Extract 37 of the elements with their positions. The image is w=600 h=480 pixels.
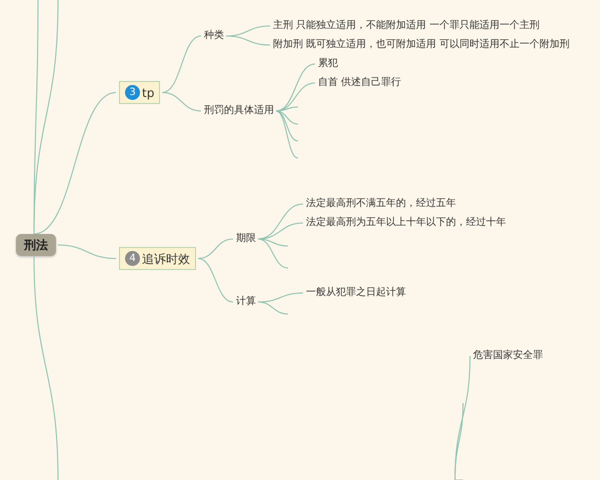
- topic-box: [119, 247, 196, 270]
- subtopic-text: 危害国家安全罪: [473, 349, 543, 363]
- branch-line: [34, 92, 116, 234]
- subtopic-text: 累犯: [318, 57, 338, 71]
- branch-line: [258, 302, 288, 314]
- branch-line: [162, 36, 202, 93]
- branch-line: [34, 256, 58, 480]
- subtopic-text: 法定最高刑为五年以上十年以下的，经过十年: [306, 216, 506, 230]
- subtopic-text: 自首 供述自己罪行: [318, 76, 402, 90]
- branch-line: [276, 64, 316, 112]
- branch-line: [34, 0, 58, 234]
- subtopic-text: 法定最高刑不满五年的，经过五年: [306, 197, 456, 211]
- subtopic-text: 附加刑 既可独立适用，也可附加适用 可以同时适用不止一个附加刑: [273, 38, 570, 52]
- branch-line: [258, 238, 288, 246]
- subtopic-text: 期限: [236, 232, 256, 246]
- topic-box: [119, 81, 160, 104]
- branch-line: [258, 238, 288, 268]
- subtopic-text: 种类: [204, 29, 224, 43]
- branch-line: [258, 204, 304, 240]
- branch-line: [162, 92, 202, 112]
- branch-line: [276, 110, 298, 124]
- subtopic-text: 一般从犯罪之日起计算: [306, 286, 406, 300]
- branch-line: [276, 106, 298, 112]
- subtopic-text: 主刑 只能独立适用，不能附加适用 一个罪只能适用一个主刑: [273, 19, 540, 33]
- branch-line: [276, 110, 298, 142]
- subtopic-text: 计算: [236, 295, 256, 309]
- number-badge: 3: [125, 85, 140, 100]
- topic-text: tp: [142, 86, 154, 100]
- branch-line: [226, 36, 270, 46]
- branch-line: [58, 244, 116, 259]
- subtopic-text: 刑罚的具体适用: [204, 104, 274, 118]
- branch-line: [276, 110, 298, 158]
- branch-line: [198, 238, 234, 259]
- topic-text: 追诉时效: [142, 252, 190, 266]
- branch-line: [198, 258, 234, 302]
- root-topic-box: 刑法: [16, 234, 56, 256]
- number-badge: 4: [125, 251, 140, 266]
